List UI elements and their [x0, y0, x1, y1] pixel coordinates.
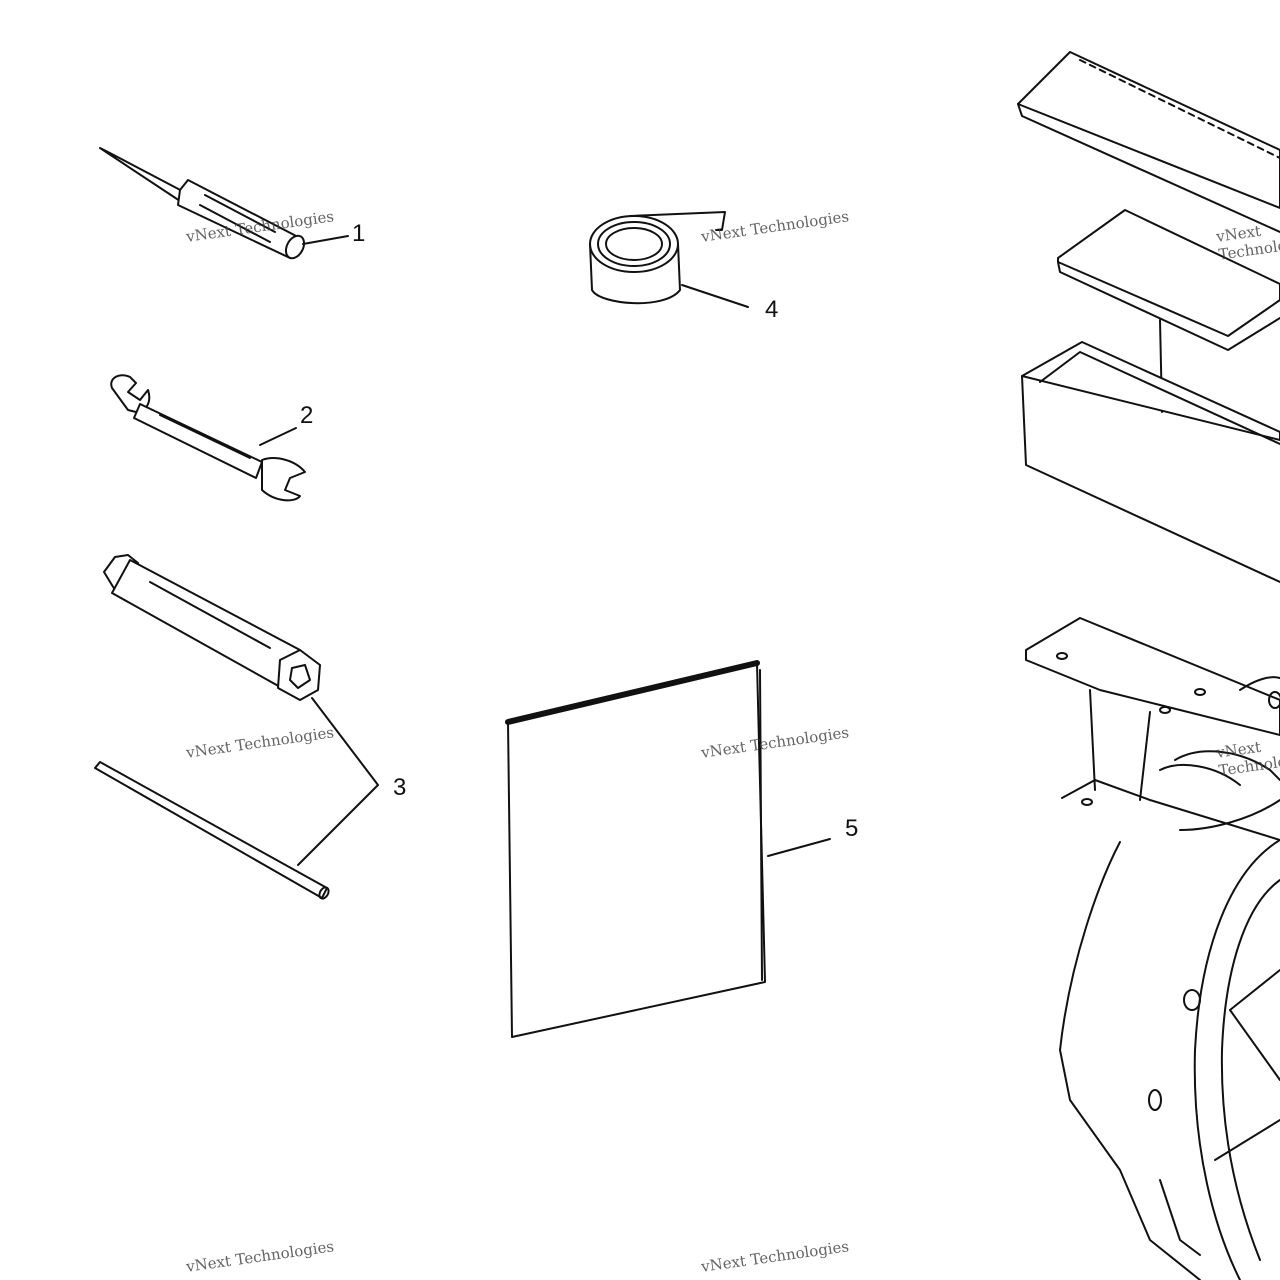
leader-line-4 [681, 284, 749, 308]
callout-4: 4 [765, 296, 779, 323]
leader-line-3 [297, 697, 379, 866]
wrench-icon [110, 374, 306, 502]
foam-pad-icon [1057, 209, 1280, 413]
mounting-bracket-icon [1025, 617, 1280, 1280]
tape-roll-icon [589, 211, 726, 305]
tube-wrench-icon [103, 554, 321, 701]
manual-icon [505, 660, 766, 1038]
callout-2: 2 [300, 402, 314, 429]
callout-3: 3 [393, 774, 407, 801]
tool-box-tray-icon [1021, 341, 1280, 583]
leader-line-2 [259, 427, 297, 446]
callout-1: 1 [352, 220, 366, 247]
screwdriver-icon [99, 147, 306, 260]
callout-5: 5 [845, 815, 859, 842]
tommy-bar-icon [94, 761, 330, 900]
tool-box-lid-icon [1017, 51, 1280, 233]
leader-line-5 [767, 838, 831, 857]
leader-line-1 [302, 235, 349, 245]
